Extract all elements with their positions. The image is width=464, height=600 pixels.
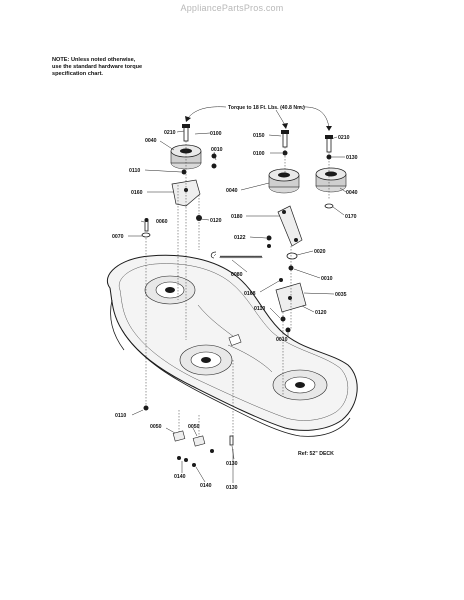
- watermark: AppliancePartsPros.com: [180, 3, 284, 13]
- callout-0010-lower: 0010: [276, 337, 288, 343]
- callout-0120-left: 0120: [210, 218, 222, 224]
- callout-0140-right: 0140: [200, 483, 212, 489]
- torque-note: NOTE: Unless noted otherwise, use the st…: [52, 57, 202, 78]
- note-line-2: use the standard hardware torque: [52, 64, 143, 70]
- center-idler-pulley: [268, 168, 300, 194]
- callout-0040-center: 0040: [226, 188, 238, 194]
- center-spindle-housing: [179, 344, 233, 376]
- assembly-lines: [145, 141, 330, 437]
- bottom-nut-left-b: [184, 458, 188, 462]
- callout-0110-left: 0110: [129, 168, 140, 174]
- torque-callout: Torque to 18 Ft. Lbs. (40.8 Nm.): [228, 105, 305, 111]
- right-spacer-0100: [326, 154, 332, 160]
- callout-0130-lower: 0130: [226, 461, 238, 467]
- callout-0120-right: 0120: [315, 310, 327, 316]
- callout-0210-left: 0210: [164, 130, 176, 136]
- mower-deck: [107, 254, 358, 437]
- callout-0180: 0180: [231, 214, 243, 220]
- right-top-bolt: [325, 135, 333, 153]
- bracket-spacer-0168: [279, 278, 283, 282]
- center-top-bolt: [281, 130, 289, 148]
- callout-0210-right: 0210: [338, 135, 350, 141]
- callout-0160: 0160: [131, 190, 143, 196]
- callout-0010-mid: 0010: [321, 276, 333, 282]
- pivot-spacer-0020: [286, 252, 298, 260]
- deck-washer-0070: [141, 232, 151, 238]
- torque-arrows: [185, 106, 332, 131]
- bottom-nut-mid: [192, 463, 196, 467]
- callout-0140-left: 0140: [174, 474, 186, 480]
- left-bracket-bolt: [196, 215, 202, 221]
- bottom-nut-left-a: [177, 456, 181, 460]
- bracket-nut-0010: [285, 327, 291, 333]
- callout-0122: 0122: [234, 235, 246, 241]
- callout-0070: 0070: [112, 234, 124, 240]
- right-idler-pulley: [315, 167, 347, 193]
- idler-arm: [277, 205, 303, 247]
- arm-bolt-0122: [266, 235, 272, 241]
- callout-0050-right: 0050: [188, 424, 200, 430]
- deck-bolt-0110: [143, 405, 149, 411]
- callout-0020: 0020: [314, 249, 326, 255]
- callout-0050-left: 0050: [150, 424, 162, 430]
- callout-0060: 0060: [156, 219, 168, 225]
- callout-0040-left: 0040: [145, 138, 157, 144]
- callout-0100-center: 0100: [253, 151, 265, 157]
- callout-0150: 0150: [253, 133, 265, 139]
- callout-0110-mid: 0110: [254, 306, 265, 312]
- left-spacers: [211, 153, 217, 169]
- callout-0080: 0080: [231, 272, 243, 278]
- callout-0130-bottom: 0130: [226, 485, 238, 491]
- callout-0130-right: 0130: [346, 155, 358, 161]
- tension-spring: [210, 251, 263, 259]
- baffle-bracket-left: [172, 430, 186, 442]
- callout-0010-left: 0010: [211, 147, 223, 153]
- note-line-1: NOTE: Unless noted otherwise,: [52, 57, 136, 63]
- callout-0100-left: 0100: [210, 131, 222, 137]
- bottom-bolt-0130-b: [229, 435, 234, 446]
- deck-reference: Ref: 52" DECK: [298, 451, 334, 457]
- baffle-bracket-right: [192, 435, 206, 447]
- left-nut: [181, 169, 187, 175]
- left-spindle-housing: [144, 275, 196, 305]
- callout-0035: 0035: [335, 292, 347, 298]
- callout-0170: 0170: [345, 214, 357, 220]
- deck-stud-0060: [144, 218, 149, 232]
- note-line-3: specification chart.: [52, 71, 103, 77]
- arm-washer: [267, 244, 271, 248]
- left-top-bolt: [182, 124, 190, 142]
- bottom-bolt-0130-a: [210, 449, 214, 453]
- callout-0110-lower: 0110: [115, 413, 126, 419]
- right-spindle-housing: [272, 369, 328, 401]
- callout-labels: 0210 0100 0040 0010 0110 0160 0120 0060 …: [112, 130, 358, 491]
- callout-0168: 0168: [244, 291, 256, 297]
- callout-0040-right: 0040: [346, 190, 358, 196]
- callout-leaders: [128, 130, 347, 483]
- right-washer-0170: [324, 203, 334, 209]
